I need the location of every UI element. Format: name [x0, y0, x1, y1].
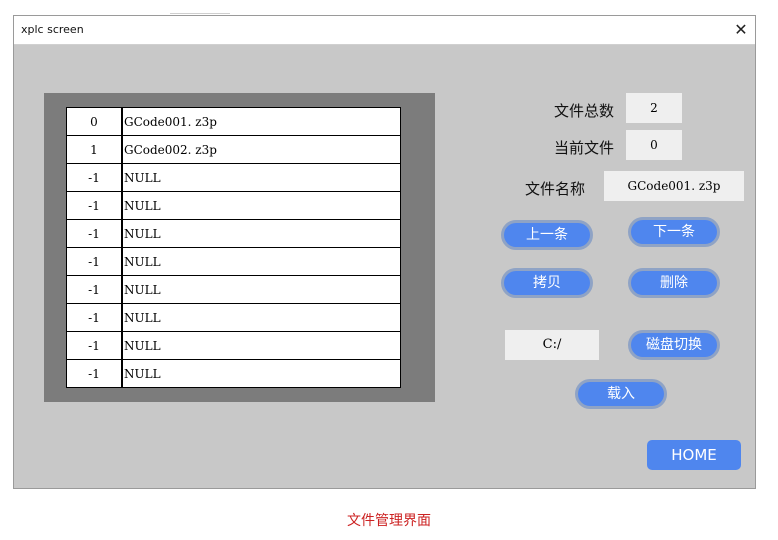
file-name-cell: GCode002. z3p: [121, 135, 401, 164]
home-button[interactable]: HOME: [647, 440, 741, 470]
file-index-cell: -1: [66, 359, 123, 388]
top-decor-line: [170, 13, 230, 14]
file-index-cell: 1: [66, 135, 123, 164]
file-name-value: GCode001. z3p: [604, 171, 744, 201]
file-name-cell: NULL: [121, 247, 401, 276]
file-index-cell: -1: [66, 191, 123, 220]
current-file-label: 当前文件: [554, 139, 615, 157]
prev-button[interactable]: 上一条: [501, 220, 593, 250]
file-name-cell: NULL: [121, 303, 401, 332]
total-files-value: 2: [626, 93, 682, 123]
copy-button[interactable]: 拷贝: [501, 268, 593, 298]
file-name-cell: GCode001. z3p: [121, 107, 401, 136]
delete-button[interactable]: 删除: [628, 268, 720, 298]
file-name-cell: NULL: [121, 275, 401, 304]
disk-path-value: C:/: [505, 330, 599, 360]
window-title: xplc screen: [21, 23, 84, 36]
switch-disk-button[interactable]: 磁盘切换: [628, 330, 720, 360]
file-index-cell: -1: [66, 163, 123, 192]
file-name-cell: NULL: [121, 331, 401, 360]
file-index-cell: -1: [66, 219, 123, 248]
file-name-cell: NULL: [121, 359, 401, 388]
file-name-cell: NULL: [121, 191, 401, 220]
file-name-label: 文件名称: [525, 180, 586, 198]
file-name-cell: NULL: [121, 163, 401, 192]
file-index-cell: -1: [66, 303, 123, 332]
file-name-cell: NULL: [121, 219, 401, 248]
total-files-label: 文件总数: [554, 102, 615, 120]
page-caption: 文件管理界面: [347, 513, 431, 529]
file-index-cell: -1: [66, 275, 123, 304]
current-file-value: 0: [626, 130, 682, 160]
title-bar: xplc screen ✕: [14, 16, 755, 45]
file-index-cell: -1: [66, 331, 123, 360]
file-index-cell: -1: [66, 247, 123, 276]
close-icon[interactable]: ✕: [734, 20, 748, 39]
load-button[interactable]: 载入: [575, 379, 667, 409]
next-button[interactable]: 下一条: [628, 217, 720, 247]
file-index-cell: 0: [66, 107, 123, 136]
